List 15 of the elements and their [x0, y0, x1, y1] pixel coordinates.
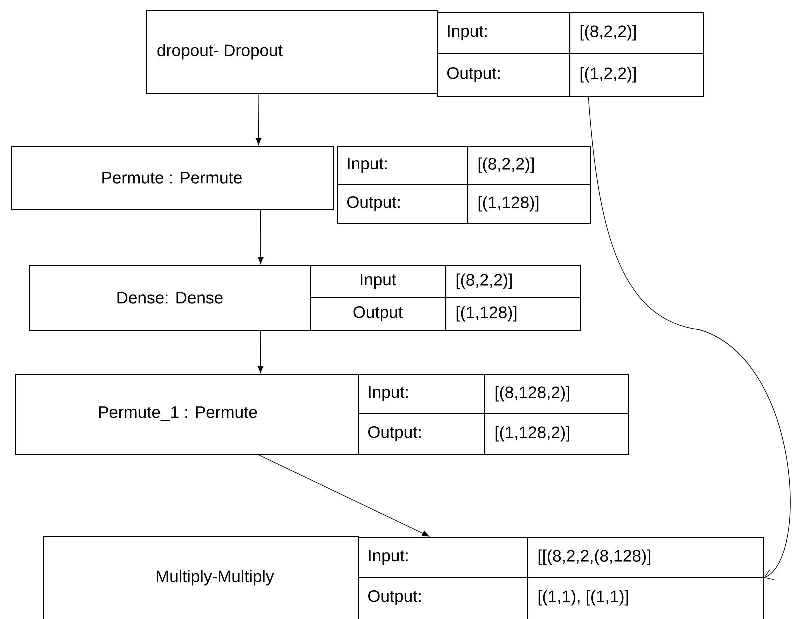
- layer-box: dropout- Dropout: [146, 10, 438, 94]
- layer-box: Multiply-Multiply: [43, 536, 360, 619]
- io-table: Input: [(8,128,2)] Output: [(1,128,2)]: [358, 374, 630, 456]
- io-table: Input: [(8,2,2)] Output: [(1,2,2)]: [437, 12, 704, 98]
- io-table: Input [(8,2,2)] Output [(1,128)]: [310, 265, 582, 332]
- layer-box: Permute : Permute: [11, 146, 334, 210]
- arrow: [258, 330, 264, 374]
- layer-box: Permute_1 : Permute: [15, 374, 360, 456]
- io-table: Input: [[(8,2,2,(8,128)] Output: [(1,1), [(1,1)]: [358, 537, 764, 619]
- arrow: [588, 96, 791, 580]
- io-table: Input: [(8,2,2)] Output: [(1,128)]: [337, 146, 592, 224]
- arrow: [258, 210, 264, 264]
- layer-box: Dense: Dense: [29, 265, 312, 332]
- arrow: [256, 94, 262, 146]
- arrow: [258, 454, 430, 537]
